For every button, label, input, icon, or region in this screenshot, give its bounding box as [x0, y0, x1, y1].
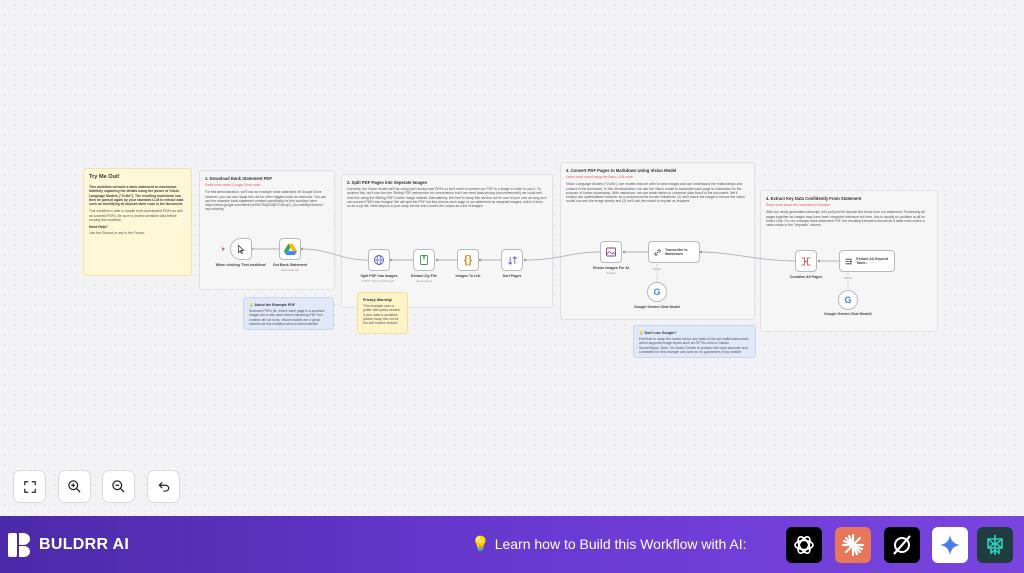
zoom-out-button[interactable] — [102, 470, 135, 503]
note-title: Privacy Warning! — [363, 298, 393, 302]
zoom-in-button[interactable] — [58, 470, 91, 503]
node-label: Sort Pages — [502, 274, 522, 278]
section-2-note[interactable]: 2. Split PDF Pages into Seperate Images … — [341, 174, 553, 308]
google-icon: G — [844, 295, 852, 305]
extract-deposit-table-node[interactable]: Extract All Deposit Table... — [839, 250, 895, 272]
google-icon: G — [653, 287, 661, 297]
brand-name: BULDRR AI — [39, 536, 130, 553]
node-subtitle: POST: https://stirling-pdf... — [361, 279, 397, 283]
perplexity-button[interactable] — [977, 527, 1013, 563]
section-body: With our newly generated transcript, let… — [766, 210, 926, 228]
learn-text: Learn how to Build this Workflow with AI… — [494, 536, 747, 552]
section-title: 1. Download Bank Statement PDF — [205, 176, 273, 181]
section-body: For this demonstration, we'll use an exa… — [205, 190, 327, 212]
zip-icon — [420, 255, 428, 265]
note-title: Try Me Out! — [89, 174, 120, 180]
undo-button[interactable] — [147, 470, 180, 503]
gemini-chat-node-1[interactable]: G — [647, 282, 667, 302]
sort-icon — [507, 255, 517, 265]
section-1-note[interactable]: 1. Download Bank Statement PDF Read more… — [199, 170, 335, 290]
get-bank-statement-node[interactable] — [279, 238, 301, 260]
extract-zip-node[interactable] — [413, 249, 435, 271]
node-subtitle: download: file — [280, 268, 300, 272]
image-icon — [606, 247, 616, 257]
combine-icon — [801, 257, 811, 265]
grok-icon — [893, 535, 911, 555]
model-port-label: Model — [843, 276, 853, 280]
dont-use-google-note[interactable]: 💡 Don't use Google? Feel free to swap th… — [633, 325, 756, 358]
sort-pages-node[interactable] — [501, 249, 523, 271]
chatgpt-button[interactable] — [786, 527, 822, 563]
fit-view-icon — [23, 480, 36, 493]
node-label: Google Gemini Chat Model1 — [824, 312, 872, 316]
section-body: Vision Language Models ("VLMs"), are mod… — [566, 182, 745, 204]
gemini-chat-node-2[interactable]: G — [838, 290, 858, 310]
lightbulb-icon: 💡 — [471, 536, 490, 553]
node-subtitle: Resize — [606, 271, 616, 275]
node-label: Extract Zip File — [411, 274, 437, 278]
workflow-canvas[interactable]: Try Me Out! This workflow extracts a ban… — [0, 0, 1024, 516]
perplexity-icon — [987, 535, 1003, 555]
privacy-warning-note[interactable]: Privacy Warning! This example uses a pub… — [357, 292, 408, 334]
lightbulb-icon: 💡 — [639, 331, 645, 335]
note-body: This example uses a public third-party s… — [363, 304, 401, 326]
gemini-button[interactable] — [932, 527, 968, 563]
lightbulb-icon: 💡 — [249, 303, 255, 307]
undo-icon — [158, 481, 169, 492]
zoom-out-icon — [112, 480, 125, 493]
section-subtitle: Read more about the Information Extracto… — [766, 203, 831, 207]
extractor-icon — [845, 258, 852, 264]
note-help-body: Join the Discord or ask in the Forum! — [89, 230, 145, 235]
connection-wires — [222, 247, 849, 290]
gemini-icon — [940, 535, 960, 555]
model-port-label: Model — [652, 267, 662, 271]
cursor-icon — [237, 244, 245, 254]
node-label: Resize Images For AI — [592, 266, 630, 270]
node-label: Extract All Deposit Table... — [856, 256, 889, 265]
link-icon — [654, 248, 661, 256]
note-body: Scanned PDFs (ie. where each page is a s… — [249, 309, 325, 326]
note-body-1: This workflow extracts a bank statement … — [89, 185, 184, 207]
section-body: Currently, the Vision model we'll be usi… — [347, 187, 547, 209]
section-title: 3. Convert PDF Pages to Markdown Using V… — [566, 168, 677, 173]
note-title: 💡 Don't use Google? — [639, 331, 677, 335]
section-subtitle: Read more about Google Drive node — [205, 183, 261, 187]
node-label: Get Bank Statement — [272, 263, 308, 267]
openai-icon — [794, 536, 814, 554]
manual-trigger-node[interactable] — [230, 238, 252, 260]
resize-images-node[interactable] — [600, 241, 622, 263]
combine-pages-node[interactable] — [795, 250, 817, 272]
footer-banner: BULDRR AI 💡 Learn how to Build this Work… — [0, 516, 1024, 573]
buldrr-logo-icon — [8, 533, 30, 557]
globe-icon — [374, 255, 384, 265]
note-title: 💡 About the Example PDF — [249, 303, 296, 307]
fit-view-button[interactable] — [13, 470, 46, 503]
node-subtitle: decompress — [415, 279, 433, 283]
note-body-2: This workflow is able to handle both dow… — [89, 209, 183, 223]
note-help-title: Need Help? — [89, 225, 108, 230]
transcribe-markdown-node[interactable]: Transcribe to Markdown — [648, 241, 700, 263]
claude-button[interactable] — [835, 527, 871, 563]
learn-banner: 💡 Learn how to Build this Workflow with … — [471, 535, 747, 553]
section-title: 4. Extract Key Data Confidently From Sta… — [766, 196, 862, 201]
claude-icon — [841, 533, 865, 557]
about-example-pdf-note[interactable]: 💡 About the Example PDF Scanned PDFs (ie… — [243, 297, 334, 330]
note-body: Feel free to swap the model out for any … — [639, 337, 749, 354]
try-me-out-note[interactable]: Try Me Out! This workflow extracts a ban… — [83, 168, 192, 276]
zoom-in-icon — [68, 480, 81, 493]
google-drive-icon — [283, 243, 297, 255]
node-label: Transcribe to Markdown — [665, 247, 688, 256]
split-pdf-node[interactable] — [368, 249, 390, 271]
node-label: Images To List — [455, 274, 481, 278]
node-label: Google Gemini Chat Model — [634, 305, 680, 309]
grok-button[interactable] — [884, 527, 920, 563]
section-subtitle: Learn more about using the Basic LLM nod… — [566, 175, 633, 179]
section-title: 2. Split PDF Pages into Seperate Images — [347, 180, 428, 185]
node-label: Split PDF into Images — [360, 274, 398, 278]
node-label: Combine All Pages — [789, 275, 823, 279]
node-label: When clicking 'Test workflow' — [215, 263, 267, 267]
braces-icon: {} — [463, 254, 473, 266]
brand[interactable]: BULDRR AI — [7, 532, 129, 558]
images-to-list-node[interactable]: {} — [457, 249, 479, 271]
